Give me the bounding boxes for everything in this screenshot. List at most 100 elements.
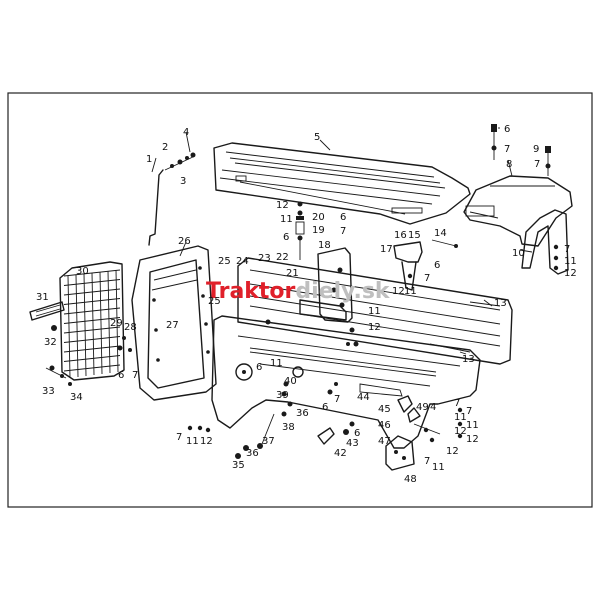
part-label-6: 6 xyxy=(118,370,124,381)
part-label-25: 25 xyxy=(208,296,221,307)
bracket-18 xyxy=(317,247,353,323)
part-label-6: 6 xyxy=(434,260,440,271)
part-label-12: 12 xyxy=(466,434,479,445)
part-label-12: 12 xyxy=(392,286,405,297)
part-label-6: 6 xyxy=(504,124,510,135)
part-label-9: 9 xyxy=(533,144,539,155)
part-label-43: 43 xyxy=(346,438,359,449)
grille-frame xyxy=(131,245,217,401)
part-label-7: 7 xyxy=(132,370,138,381)
part-label-2: 2 xyxy=(162,142,168,153)
part-label-12: 12 xyxy=(564,268,577,279)
mesh-line xyxy=(75,274,79,378)
bracket-16-17 xyxy=(393,239,458,291)
mesh-line xyxy=(63,307,121,315)
part-label-7: 7 xyxy=(424,456,430,467)
part-label-48: 48 xyxy=(404,474,417,485)
mesh-line xyxy=(63,355,121,362)
part-label-12: 12 xyxy=(200,436,213,447)
part-label-11: 11 xyxy=(368,306,381,317)
part-label-11: 11 xyxy=(454,412,467,423)
part-label-24: 24 xyxy=(236,256,249,267)
part-label-13: 13 xyxy=(494,298,507,309)
part-label-7: 7 xyxy=(454,398,460,409)
part-label-11: 11 xyxy=(186,436,199,447)
part-label-19: 19 xyxy=(312,225,325,236)
part-label-12: 12 xyxy=(276,200,289,211)
part-label-27: 27 xyxy=(166,320,179,331)
part-label-4: 4 xyxy=(430,402,436,413)
part-label-11: 11 xyxy=(432,462,445,473)
part-label-47: 47 xyxy=(378,436,391,447)
part-label-7: 7 xyxy=(340,226,346,237)
part-label-7: 7 xyxy=(504,144,510,155)
part-label-12: 12 xyxy=(368,322,381,333)
part-label-5: 5 xyxy=(314,132,320,143)
watermark-part-3: diely.sk xyxy=(295,279,391,304)
latch-rod-assembly xyxy=(148,152,196,246)
part-label-21: 21 xyxy=(286,268,299,279)
part-label-38: 38 xyxy=(282,422,295,433)
part-label-6: 6 xyxy=(256,362,262,373)
part-label-22: 22 xyxy=(276,252,289,263)
part-label-35: 35 xyxy=(232,460,245,471)
mesh-grille xyxy=(59,261,125,381)
part-label-23: 23 xyxy=(258,253,271,264)
part-label-18: 18 xyxy=(318,240,331,251)
watermark: Traktordiely.sk xyxy=(206,279,391,304)
part-label-11: 11 xyxy=(280,214,293,225)
part-label-45: 45 xyxy=(378,404,391,415)
diagram-frame xyxy=(7,92,593,508)
part-label-32: 32 xyxy=(44,337,57,348)
part-label-46: 46 xyxy=(378,420,391,431)
emblem xyxy=(29,301,65,321)
watermark-part-1: Trakto xyxy=(206,279,285,304)
part-label-8: 8 xyxy=(506,159,512,170)
part-label-39: 39 xyxy=(276,390,289,401)
part-label-3: 3 xyxy=(180,176,186,187)
part-label-36: 36 xyxy=(246,448,259,459)
mesh-line xyxy=(63,364,121,372)
mesh-line xyxy=(99,271,103,375)
engine-hood xyxy=(213,142,471,225)
mesh-line xyxy=(67,275,71,379)
mesh-line xyxy=(83,273,87,377)
part-label-44: 44 xyxy=(357,392,370,403)
bracket-10 xyxy=(521,209,569,275)
mesh-line xyxy=(63,336,121,343)
part-label-33: 33 xyxy=(42,386,55,397)
part-label-12: 12 xyxy=(446,446,459,457)
part-label-36: 36 xyxy=(296,408,309,419)
part-label-11: 11 xyxy=(466,420,479,431)
part-label-20: 20 xyxy=(312,212,325,223)
part-label-49: 49 xyxy=(416,402,429,413)
part-label-28: 28 xyxy=(124,322,137,333)
part-label-7: 7 xyxy=(534,159,540,170)
fastener-stack-center xyxy=(295,201,305,260)
fastener-stack-right xyxy=(491,124,551,176)
upper-side-frame xyxy=(237,257,513,365)
part-label-37: 37 xyxy=(262,436,275,447)
part-label-31: 31 xyxy=(36,292,49,303)
mesh-line xyxy=(63,345,121,353)
part-label-6: 6 xyxy=(340,212,346,223)
grille-fasteners xyxy=(45,325,132,386)
mesh-line xyxy=(63,326,121,334)
mesh-line xyxy=(115,269,119,373)
watermark-part-2: r xyxy=(285,279,296,304)
part-label-10: 10 xyxy=(512,248,525,259)
part-label-13: 13 xyxy=(462,354,475,365)
part-label-15: 15 xyxy=(408,230,421,241)
part-label-11: 11 xyxy=(564,256,577,267)
part-label-16: 16 xyxy=(394,230,407,241)
part-label-11: 11 xyxy=(404,286,417,297)
part-label-34: 34 xyxy=(70,392,83,403)
part-label-30: 30 xyxy=(76,266,89,277)
part-label-12: 12 xyxy=(454,426,467,437)
part-label-42: 42 xyxy=(334,448,347,459)
part-label-25: 25 xyxy=(218,256,231,267)
part-label-7: 7 xyxy=(176,432,182,443)
mesh-line xyxy=(63,317,121,324)
